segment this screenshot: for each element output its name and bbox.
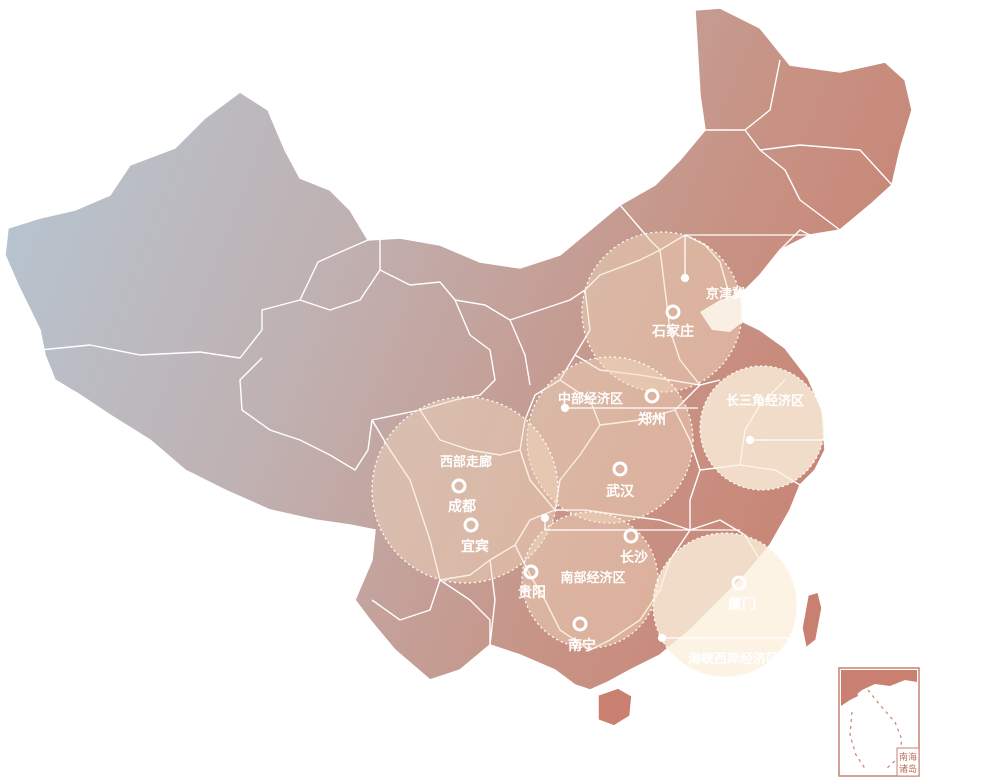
- bohai-sea: [700, 290, 775, 332]
- city-marker-nanning: [572, 616, 588, 632]
- region-label-western: 西部走廊: [440, 454, 492, 470]
- city-label-changsha: 长沙: [620, 549, 648, 566]
- inset-label-line1: 南海: [899, 751, 917, 763]
- city-marker-changsha: [623, 528, 639, 544]
- city-label-nanning: 南宁: [568, 637, 596, 654]
- hainan-shape: [597, 687, 633, 727]
- economic-zone-circles: [371, 231, 825, 678]
- zone-circle-pearl: [652, 532, 798, 678]
- zone-circle-jingjinji: [581, 231, 743, 393]
- city-marker-xiamen: [731, 575, 747, 591]
- region-label-pearl: 海峡西岸经济区: [688, 651, 779, 667]
- inset-label-box: [896, 747, 920, 777]
- zone-circle-central: [526, 356, 694, 524]
- zone-leader-lines: [540, 234, 825, 643]
- city-label-yibin: 宜宾: [461, 538, 489, 555]
- inset-label-line2: 诸岛: [899, 763, 917, 775]
- south-china-sea-inset: 南海 诸岛: [838, 667, 920, 777]
- region-label-southern: 南部经济区: [560, 570, 625, 586]
- city-label-zhengzhou: 郑州: [638, 411, 666, 428]
- city-marker-shijiazhuang: [665, 304, 681, 320]
- region-label-central: 中部经济区: [558, 391, 623, 407]
- region-label-jingjinji: 京津冀经济区: [706, 286, 784, 302]
- city-marker-guiyang: [523, 564, 539, 580]
- city-marker-wuhan: [612, 461, 628, 477]
- city-marker-chengdu: [451, 478, 467, 494]
- zone-circle-yangtze: [699, 365, 825, 491]
- inset-coast: [841, 670, 917, 706]
- city-marker-yibin: [463, 517, 479, 533]
- city-markers: [451, 304, 747, 632]
- city-label-guiyang: 贵阳: [518, 584, 546, 601]
- city-label-shijiazhuang: 石家庄: [651, 323, 694, 340]
- city-label-xiamen: 厦门: [728, 596, 756, 613]
- city-label-wuhan: 武汉: [606, 483, 635, 500]
- inset-dash-line: [849, 689, 903, 771]
- city-marker-zhengzhou: [644, 388, 660, 404]
- city-label-chengdu: 成都: [448, 498, 476, 515]
- region-label-yangtze: 长三角经济区: [726, 393, 804, 409]
- taiwan-shape: [801, 591, 823, 650]
- inset-island: [845, 688, 858, 700]
